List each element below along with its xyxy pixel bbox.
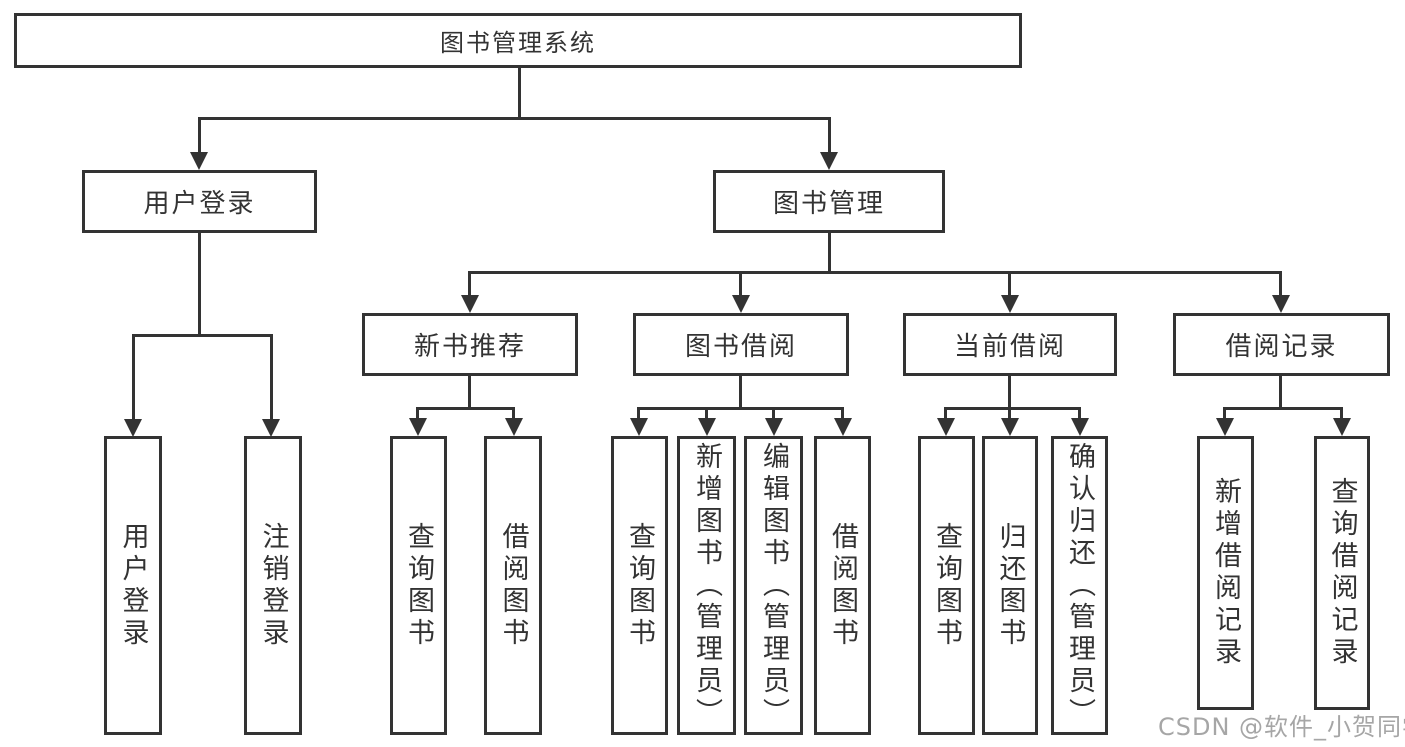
arrowhead-icon xyxy=(1272,295,1290,313)
connector-root-bar xyxy=(198,117,831,120)
connector-current-stem xyxy=(1008,376,1011,407)
node-borrowing-records-label: 借阅记录 xyxy=(1225,332,1338,362)
watermark: CSDN @软件_小贺同学 xyxy=(1158,713,1405,741)
connector-userlogin-bar xyxy=(132,334,273,337)
connector-root-drop-right xyxy=(828,117,831,154)
connector-records-drop-1 xyxy=(1223,407,1226,422)
node-book-management-label: 图书管理 xyxy=(772,189,885,219)
connector-bookmgmt-drop-3 xyxy=(1008,271,1011,298)
node-current-borrowing-label: 当前借阅 xyxy=(953,332,1066,362)
leaf-query-borrow-record: 查询借阅记录 xyxy=(1314,436,1370,710)
connector-userlogin-drop-2 xyxy=(270,334,273,420)
leaf-edit-book-admin: 编辑图书（管理员） xyxy=(744,436,803,735)
arrowhead-icon xyxy=(409,418,427,436)
leaf-return-books-label: 归还图书 xyxy=(994,521,1026,650)
connector-borrowing-drop-3 xyxy=(772,407,775,422)
arrowhead-icon xyxy=(765,418,783,436)
node-new-book-recommend: 新书推荐 xyxy=(362,313,578,376)
arrowhead-icon xyxy=(1216,418,1234,436)
connector-borrowing-drop-2 xyxy=(705,407,708,422)
connector-bookmgmt-bar xyxy=(468,271,1282,274)
node-new-book-recommend-label: 新书推荐 xyxy=(413,332,526,362)
arrowhead-icon xyxy=(461,295,479,313)
leaf-logout: 注销登录 xyxy=(244,436,302,735)
node-borrowing-records: 借阅记录 xyxy=(1173,313,1390,376)
arrowhead-icon xyxy=(1333,418,1351,436)
connector-newbook-drop-2 xyxy=(512,407,515,422)
leaf-borrow-books-recommend-label: 借阅图书 xyxy=(497,521,529,650)
node-book-borrowing-label: 图书借阅 xyxy=(684,332,797,362)
arrowhead-icon xyxy=(834,418,852,436)
leaf-query-books-borrowing: 查询图书 xyxy=(611,436,668,735)
node-root-label: 图书管理系统 xyxy=(440,29,596,57)
leaf-query-books-current: 查询图书 xyxy=(918,436,975,735)
leaf-query-books-current-label: 查询图书 xyxy=(931,521,962,650)
leaf-query-borrow-record-label: 查询借阅记录 xyxy=(1326,477,1358,669)
leaf-add-borrow-record-label: 新增借阅记录 xyxy=(1210,477,1241,669)
connector-userlogin-stem xyxy=(198,233,201,334)
arrowhead-icon xyxy=(1001,295,1019,313)
connector-borrowing-bar xyxy=(637,407,844,410)
arrowhead-icon xyxy=(820,152,838,170)
connector-borrowing-drop-1 xyxy=(637,407,640,422)
leaf-query-books-recommend: 查询图书 xyxy=(390,436,447,735)
leaf-confirm-return-admin-label: 确认归还（管理员） xyxy=(1064,441,1095,730)
connector-current-drop-3 xyxy=(1078,407,1081,422)
arrowhead-icon xyxy=(1071,418,1089,436)
leaf-borrow-books-borrowing-label: 借阅图书 xyxy=(827,521,858,650)
connector-records-bar xyxy=(1223,407,1343,410)
arrowhead-icon xyxy=(124,419,142,437)
node-root: 图书管理系统 xyxy=(14,13,1022,68)
arrowhead-icon xyxy=(937,418,955,436)
connector-current-drop-1 xyxy=(944,407,947,422)
leaf-confirm-return-admin: 确认归还（管理员） xyxy=(1051,436,1108,735)
leaf-borrow-books-borrowing: 借阅图书 xyxy=(814,436,871,735)
connector-userlogin-drop-1 xyxy=(132,334,135,420)
leaf-add-borrow-record: 新增借阅记录 xyxy=(1197,436,1254,710)
arrowhead-icon xyxy=(262,419,280,437)
connector-bookmgmt-drop-2 xyxy=(739,271,742,298)
connector-current-bar xyxy=(944,407,1081,410)
leaf-add-book-admin: 新增图书（管理员） xyxy=(677,436,736,735)
arrowhead-icon xyxy=(505,418,523,436)
arrowhead-icon xyxy=(630,418,648,436)
leaf-add-book-admin-label: 新增图书（管理员） xyxy=(691,441,722,730)
node-user-login-label: 用户登录 xyxy=(143,189,256,219)
connector-current-drop-2 xyxy=(1008,407,1011,422)
connector-records-drop-2 xyxy=(1340,407,1343,422)
node-book-borrowing: 图书借阅 xyxy=(633,313,849,376)
node-book-management: 图书管理 xyxy=(713,170,945,233)
node-current-borrowing: 当前借阅 xyxy=(903,313,1117,376)
leaf-user-login: 用户登录 xyxy=(104,436,162,735)
connector-bookmgmt-stem xyxy=(828,233,831,271)
leaf-borrow-books-recommend: 借阅图书 xyxy=(484,436,542,735)
connector-root-stem xyxy=(518,68,521,117)
connector-newbook-bar xyxy=(416,407,515,410)
leaf-query-books-borrowing-label: 查询图书 xyxy=(624,521,655,650)
node-user-login: 用户登录 xyxy=(82,170,317,233)
connector-borrowing-stem xyxy=(739,376,742,407)
leaf-logout-label: 注销登录 xyxy=(257,521,289,650)
leaf-return-books: 归还图书 xyxy=(982,436,1038,735)
connector-borrowing-drop-4 xyxy=(841,407,844,422)
connector-root-drop-left xyxy=(198,117,201,154)
arrowhead-icon xyxy=(1001,418,1019,436)
leaf-query-books-recommend-label: 查询图书 xyxy=(403,521,434,650)
connector-bookmgmt-drop-1 xyxy=(468,271,471,298)
connector-newbook-drop-1 xyxy=(416,407,419,422)
arrowhead-icon xyxy=(698,418,716,436)
leaf-edit-book-admin-label: 编辑图书（管理员） xyxy=(758,441,789,730)
leaf-user-login-label: 用户登录 xyxy=(117,521,149,650)
arrowhead-icon xyxy=(732,295,750,313)
arrowhead-icon xyxy=(190,152,208,170)
connector-newbook-stem xyxy=(468,376,471,407)
connector-bookmgmt-drop-4 xyxy=(1279,271,1282,298)
connector-records-stem xyxy=(1279,376,1282,407)
